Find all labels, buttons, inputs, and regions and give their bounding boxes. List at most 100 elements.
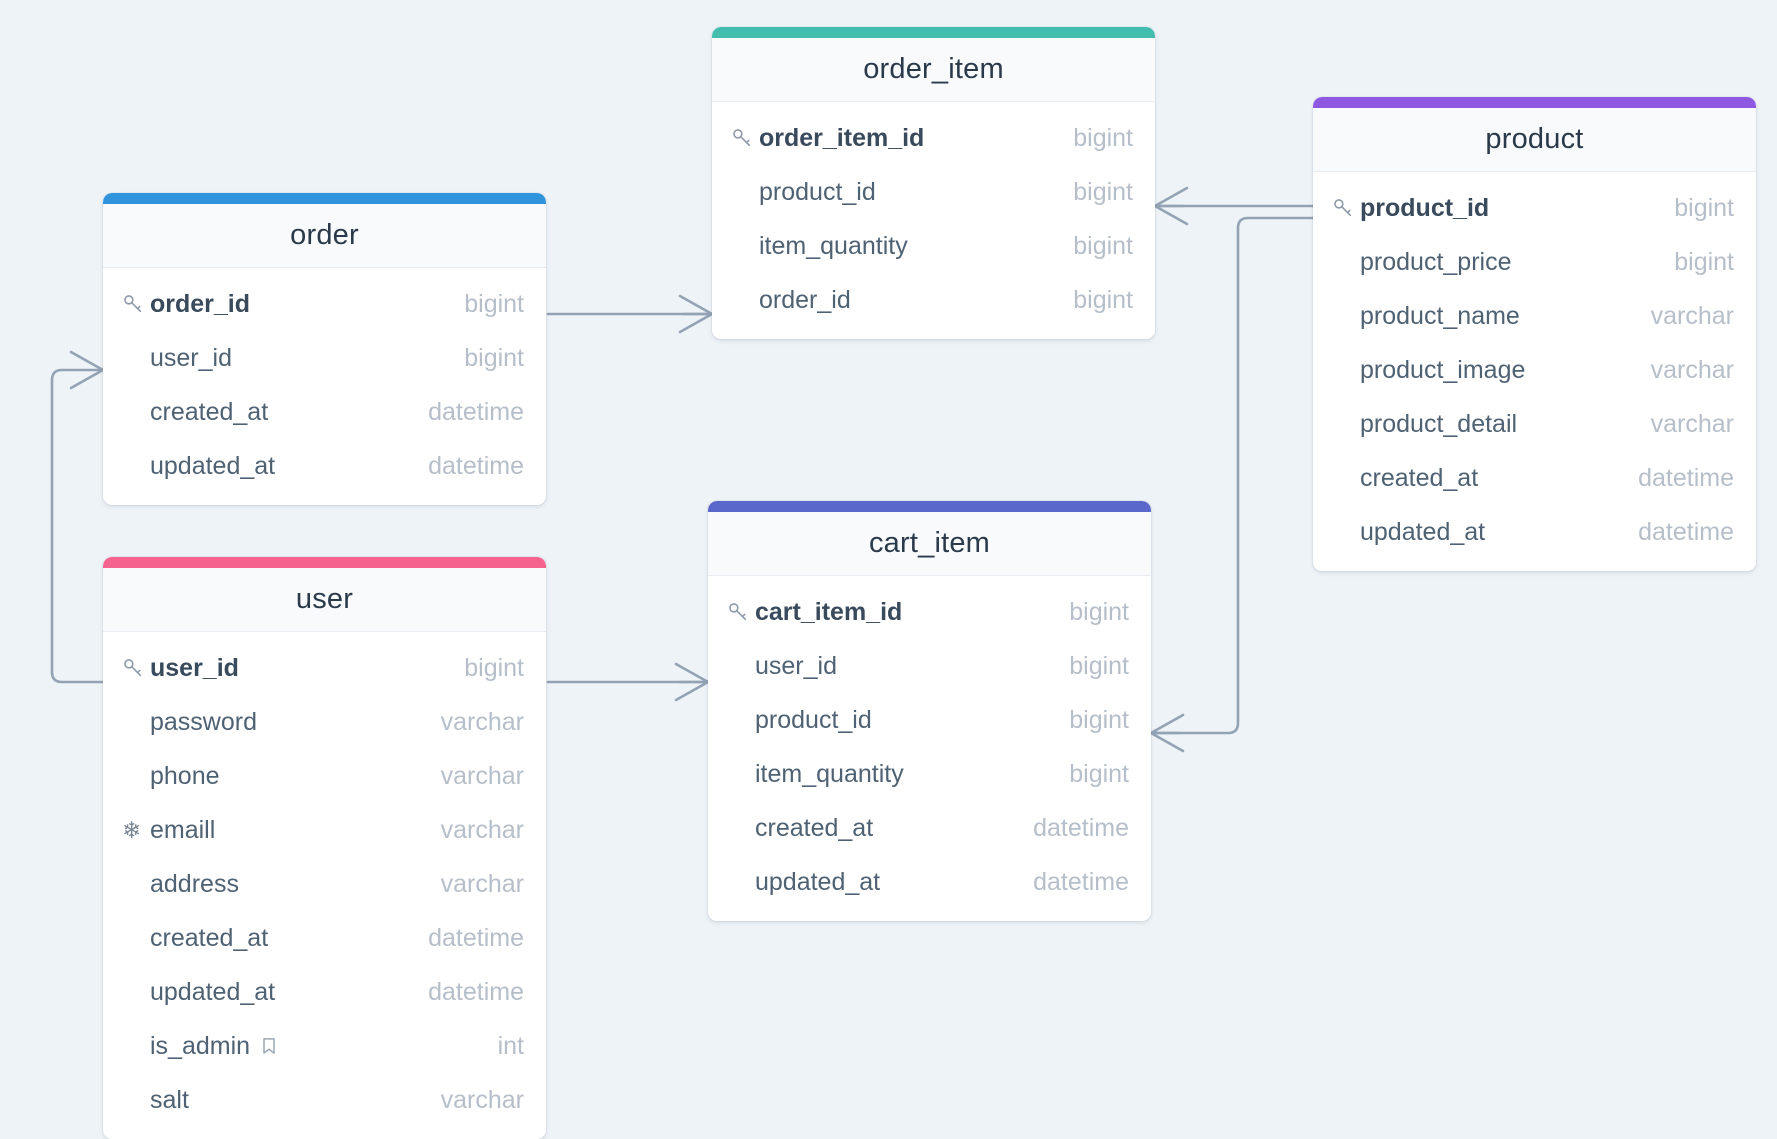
field-row[interactable]: created_at datetime [1313, 451, 1756, 505]
field-name-wrap: product_image [1360, 356, 1651, 385]
field-type: datetime [428, 977, 524, 1006]
field-name: item_quantity [755, 759, 904, 788]
field-name: created_at [755, 813, 874, 842]
field-name-wrap: user_id [150, 344, 464, 373]
field-type: datetime [1033, 867, 1129, 896]
field-type: bigint [1069, 705, 1129, 734]
key-icon [731, 127, 759, 149]
field-row[interactable]: created_at datetime [103, 385, 546, 439]
bookmark-icon [259, 1036, 279, 1056]
field-name-wrap: created_at [755, 814, 1033, 843]
table-title: order_item [712, 38, 1155, 103]
field-name: created_at [150, 397, 269, 426]
field-name-wrap: user_id [755, 652, 1069, 681]
key-icon [1332, 197, 1360, 219]
field-name: is_admin [150, 1031, 251, 1060]
field-name: updated_at [150, 451, 276, 480]
field-name-wrap: product_price [1360, 248, 1674, 277]
field-name-wrap: product_id [759, 178, 1073, 207]
field-row[interactable]: is_admin int [103, 1019, 546, 1073]
field-name-wrap: phone [150, 762, 441, 791]
table-title: cart_item [708, 512, 1151, 577]
field-type: varchar [1650, 301, 1734, 330]
field-name: created_at [1360, 463, 1479, 492]
edge-user-to-cart_item [546, 662, 710, 702]
field-row[interactable]: updated_at datetime [103, 439, 546, 493]
field-type: varchar [1650, 409, 1734, 438]
field-type: bigint [1073, 177, 1133, 206]
field-name: product_id [759, 177, 876, 206]
field-type: int [497, 1031, 524, 1060]
field-type: bigint [1073, 285, 1133, 314]
field-name-wrap: emaill [150, 816, 441, 845]
field-name-wrap: product_id [755, 706, 1069, 735]
field-type: bigint [1674, 247, 1734, 276]
field-type: bigint [1073, 231, 1133, 260]
field-row[interactable]: order_id bigint [712, 273, 1155, 327]
field-name-wrap: item_quantity [755, 760, 1069, 789]
field-row[interactable]: product_id bigint [712, 165, 1155, 219]
field-name-wrap: created_at [1360, 464, 1638, 493]
field-type: datetime [428, 451, 524, 480]
field-type: datetime [1033, 813, 1129, 842]
field-name-wrap: item_quantity [759, 232, 1073, 261]
field-name-wrap: updated_at [755, 868, 1033, 897]
field-name: order_item_id [759, 123, 925, 152]
field-name-wrap: cart_item_id [755, 598, 1069, 627]
field-name-wrap: updated_at [150, 978, 428, 1007]
field-name: password [150, 707, 257, 736]
table-title: order [103, 204, 546, 269]
field-name: created_at [150, 923, 269, 952]
edge-order-to-order_item [546, 294, 714, 334]
field-type: bigint [1069, 597, 1129, 626]
field-name: product_image [1360, 355, 1526, 384]
field-type: bigint [1069, 651, 1129, 680]
field-name-wrap: updated_at [150, 452, 428, 481]
field-name-wrap: updated_at [1360, 518, 1638, 547]
field-type: datetime [1638, 463, 1734, 492]
field-name-wrap: order_id [150, 290, 464, 319]
field-name-wrap: product_name [1360, 302, 1651, 331]
field-type: varchar [440, 869, 524, 898]
edge-order_item-to-product [1153, 186, 1315, 226]
field-name: updated_at [1360, 517, 1486, 546]
field-row[interactable]: product_name varchar [1313, 289, 1756, 343]
field-name: order_id [759, 285, 851, 314]
field-type: bigint [464, 289, 524, 318]
field-row[interactable]: created_at datetime [708, 801, 1151, 855]
field-name-wrap: order_id [759, 286, 1073, 315]
field-name: product_name [1360, 301, 1520, 330]
table-title: user [103, 568, 546, 633]
field-type: datetime [428, 397, 524, 426]
field-name-wrap: user_id [150, 654, 464, 683]
